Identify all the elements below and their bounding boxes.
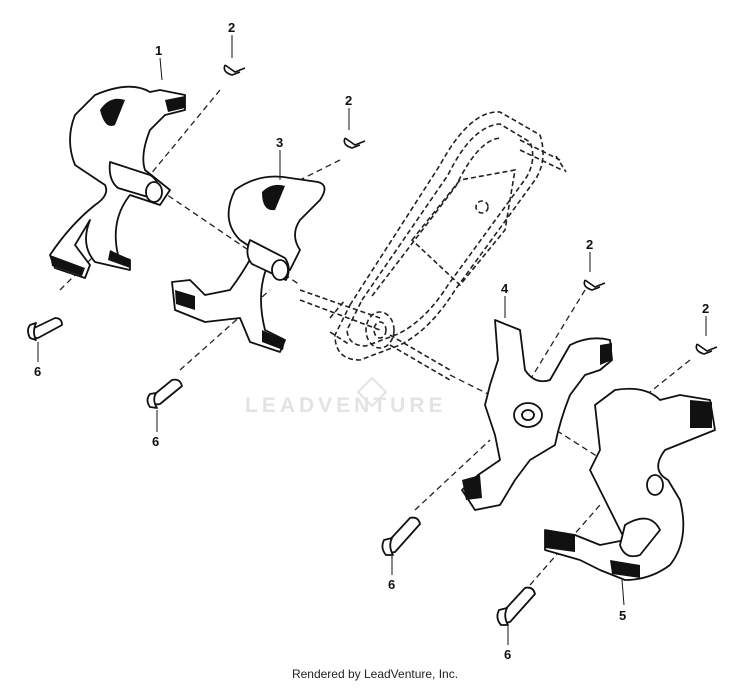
- callout-6-mid-left: 6: [152, 434, 159, 449]
- hairpin-pin-2c: [583, 279, 606, 291]
- callout-2-top: 2: [228, 20, 235, 35]
- bolt-6d: [496, 586, 536, 626]
- callout-1: 1: [155, 43, 162, 58]
- callout-2-mid: 2: [345, 93, 352, 108]
- hairpin-pin-2b: [343, 137, 366, 149]
- part-4-tine-right-inner: [461, 319, 613, 511]
- leader-lines: [37, 35, 707, 645]
- watermark-text: LEADVENTURE: [245, 394, 447, 417]
- callout-3: 3: [276, 135, 283, 150]
- callout-6-mid-right: 6: [388, 577, 395, 592]
- callout-6-right: 6: [504, 647, 511, 662]
- callout-2-far-right: 2: [702, 301, 709, 316]
- callout-labels: 1 2 2 3 2 4 2 5 6 6 6 6: [34, 20, 709, 662]
- hairpin-pin-2d: [695, 343, 718, 355]
- part-5-tine-right-outer: [544, 387, 716, 581]
- footer-credit: Rendered by LeadVenture, Inc.: [292, 667, 458, 681]
- callout-6-left: 6: [34, 364, 41, 379]
- bolt-6c: [381, 516, 421, 556]
- part-1-tine-left-outer: [49, 85, 186, 279]
- watermark: LEADVENTURE: [245, 376, 447, 417]
- part-3-tine-left-inner: [171, 175, 326, 353]
- callout-5: 5: [619, 608, 626, 623]
- callout-2-right: 2: [586, 237, 593, 252]
- bolt-6a: [27, 317, 63, 341]
- callout-4: 4: [501, 281, 509, 296]
- hairpin-pin-2a: [223, 64, 246, 76]
- bolt-6b: [146, 378, 183, 409]
- gearbox-housing: [299, 111, 567, 381]
